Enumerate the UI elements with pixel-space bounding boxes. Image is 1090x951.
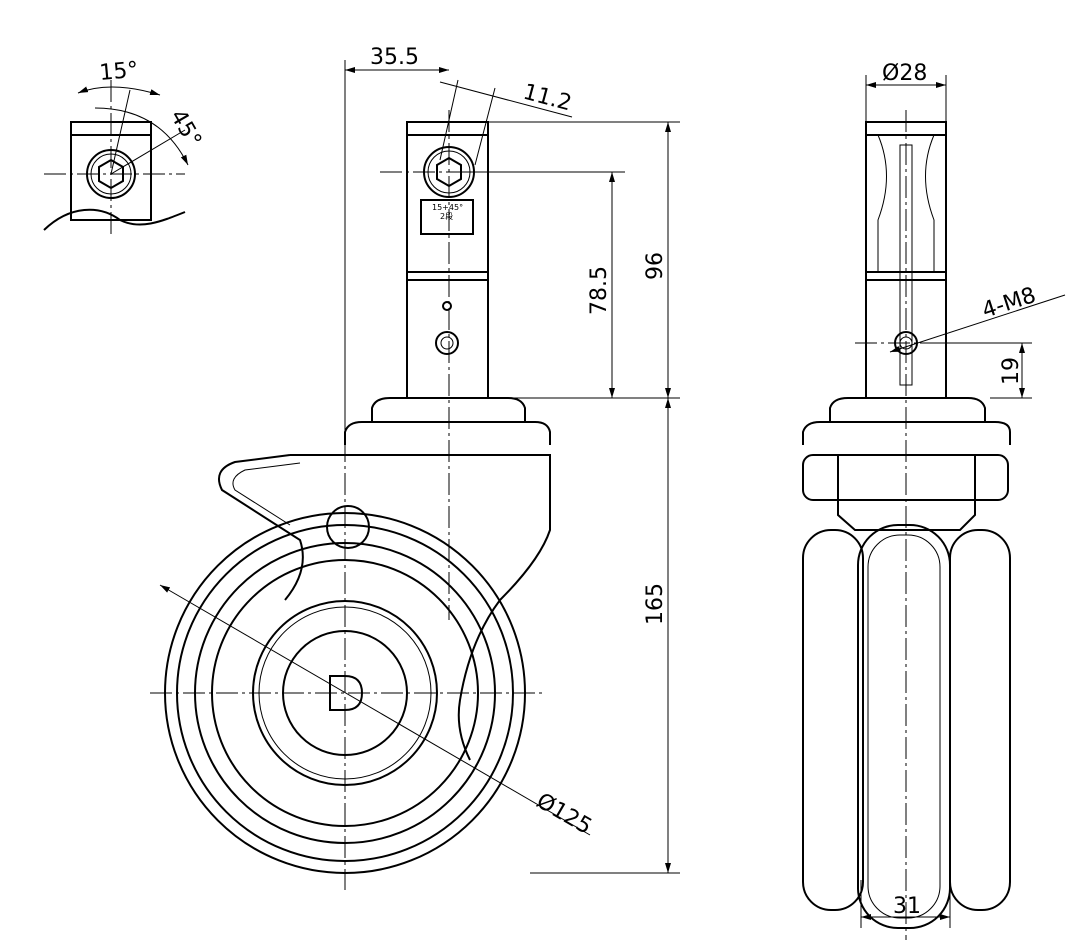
front-dimensions: Ø28 4-M8 19 31 [860,61,1066,928]
offset-label: 35.5 [370,45,419,70]
wheel-width-label: 31 [893,894,921,919]
detail-view-hex-socket: 15° 45° [43,58,206,235]
stem-label-line1: 15+45° [432,203,463,212]
angle-15-label: 15° [98,58,139,86]
stem-label-line2: 2段 [440,211,453,221]
stem-label-plate [420,199,474,235]
overall-height-label: 165 [643,583,668,625]
stem-diameter-label: Ø28 [882,61,927,86]
side-dimensions: 35.5 11.2 96 78.5 165 [344,45,680,874]
side-view: 15+45° 2段 Ø125 [150,110,596,890]
wheel-diameter-label: Ø125 [532,789,596,840]
stem-height-label: 96 [643,252,668,280]
angle-45-label: 45° [165,106,206,152]
front-view [802,110,1011,940]
angle-offset-label: 11.2 [520,80,574,117]
socket-height-label: 78.5 [587,266,612,315]
thread-spec-label: 4-M8 [979,283,1039,324]
thread-height-label: 19 [999,357,1024,385]
